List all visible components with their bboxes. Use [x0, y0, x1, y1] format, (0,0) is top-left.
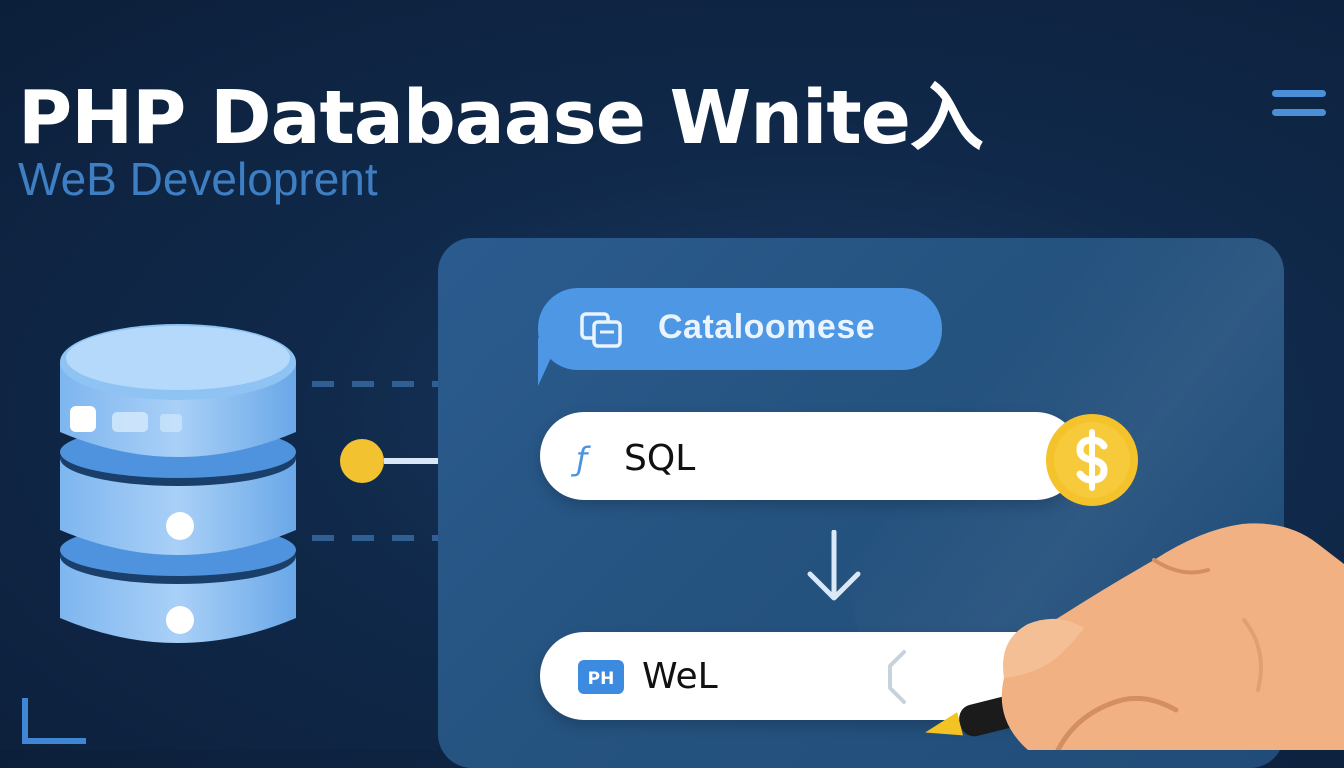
dashed-connector-bottom	[312, 535, 452, 541]
dashed-connector-top	[312, 381, 492, 387]
page-title: PHP Databaase Wnite入	[18, 75, 984, 161]
dollar-coin-icon	[1046, 414, 1138, 506]
bubble-tail	[538, 338, 560, 386]
hand-with-pen-icon	[925, 523, 1344, 750]
sql-row[interactable]	[540, 412, 1080, 500]
php-file-icon: PH	[578, 660, 624, 694]
output-label: WeL	[642, 656, 718, 697]
hamburger-menu-icon[interactable]	[1272, 90, 1328, 118]
sql-label: SQL	[624, 438, 696, 479]
page-subtitle: WeB Developrent	[18, 153, 378, 205]
copy-window-icon	[580, 312, 622, 348]
corner-bracket-decoration	[22, 698, 86, 744]
cursor-bracket-icon	[888, 650, 906, 704]
database-icon	[60, 324, 296, 643]
php-icon-text: PH	[588, 669, 615, 689]
bubble-label: Cataloomese	[658, 308, 876, 346]
arrow-down-icon	[807, 530, 861, 601]
function-icon: ƒ	[576, 440, 588, 478]
